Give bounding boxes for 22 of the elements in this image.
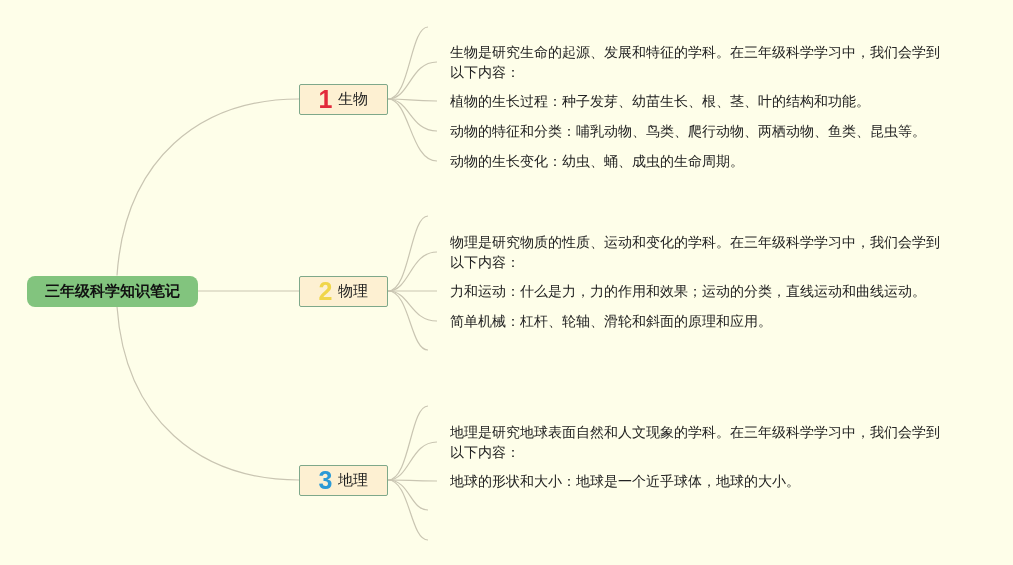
topic-number: 3 bbox=[318, 467, 333, 493]
note-text: 动物的生长变化：幼虫、蛹、成虫的生命周期。 bbox=[450, 152, 745, 171]
topic-title: 物理 bbox=[338, 281, 369, 301]
topic-number: 2 bbox=[318, 278, 333, 304]
connector-line bbox=[116, 305, 300, 481]
note-text: 地理是研究地球表面自然和人文现象的学科。在三年级科学学习中，我们会学到以下内容： bbox=[450, 423, 941, 462]
root-node bbox=[27, 275, 198, 307]
note-text: 力和运动：什么是力，力的作用和效果；运动的分类，直线运动和曲线运动。 bbox=[450, 282, 927, 301]
topic-number: 1 bbox=[318, 86, 333, 112]
connector-line bbox=[116, 98, 300, 277]
note-text: 生物是研究生命的起源、发展和特征的学科。在三年级科学学习中，我们会学到以下内容： bbox=[450, 43, 941, 82]
note-text: 植物的生长过程：种子发芽、幼苗生长、根、茎、叶的结构和功能。 bbox=[450, 92, 871, 111]
topic-title: 生物 bbox=[338, 89, 369, 109]
note-text: 动物的特征和分类：哺乳动物、鸟类、爬行动物、两栖动物、鱼类、昆虫等。 bbox=[450, 122, 927, 141]
note-text: 物理是研究物质的性质、运动和变化的学科。在三年级科学学习中，我们会学到以下内容： bbox=[450, 233, 941, 272]
note-text: 地球的形状和大小：地球是一个近乎球体，地球的大小。 bbox=[450, 472, 801, 491]
root-title: 三年级科学知识笔记 bbox=[45, 281, 180, 301]
topic-title: 地理 bbox=[338, 470, 369, 490]
topic-box bbox=[299, 275, 388, 307]
topic-box bbox=[299, 83, 388, 115]
note-text: 简单机械：杠杆、轮轴、滑轮和斜面的原理和应用。 bbox=[450, 312, 773, 331]
topic-box bbox=[299, 464, 388, 496]
